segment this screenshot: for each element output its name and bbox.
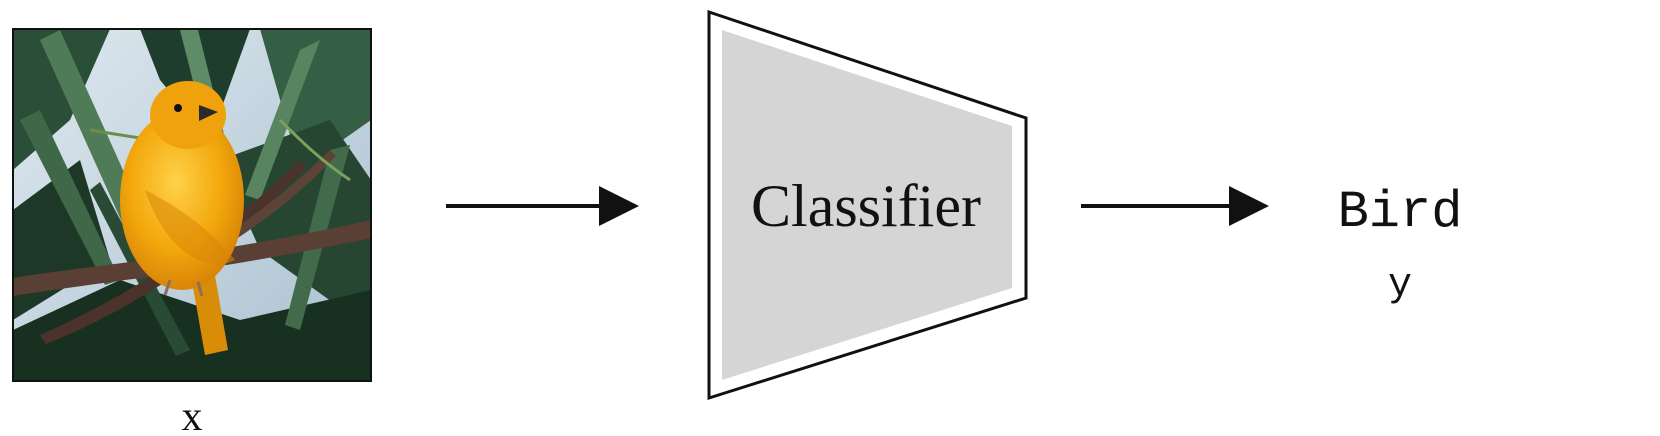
bird bbox=[120, 81, 244, 355]
classifier-label: Classifier bbox=[751, 173, 981, 239]
output-variable-label: y bbox=[1388, 263, 1412, 308]
classifier-block: Classifier bbox=[707, 9, 1028, 401]
output-class-label: Bird bbox=[1338, 183, 1463, 242]
input-variable-label: x bbox=[182, 394, 203, 436]
input-image bbox=[12, 28, 372, 382]
